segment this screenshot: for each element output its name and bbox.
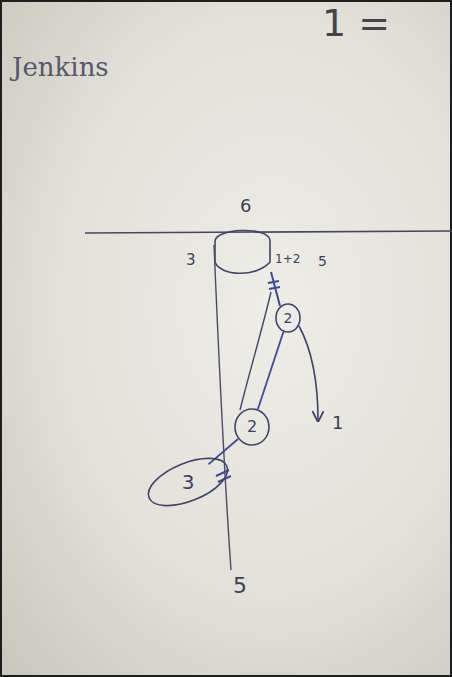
cut-arrow [299,326,318,420]
player-number: 3 [182,472,195,492]
player-circle: 2 [234,408,270,446]
basket-loop [215,230,270,273]
pass-line [208,439,238,464]
position-label: 5 [318,254,327,268]
pass-line [258,332,283,409]
player-ellipse [142,449,234,516]
position-label: 1 = [322,4,390,42]
player-ellipse [235,409,269,445]
player-circle: 2 [275,303,301,333]
cut-line [214,245,231,570]
position-label: 3 [186,253,196,268]
baseline [85,231,452,233]
player-number: 2 [284,311,293,325]
player-number: 2 [247,419,257,435]
cut-line [240,292,271,410]
title: Jenkins [12,54,109,80]
position-label: 1 [332,414,343,432]
player-ellipse [276,304,300,332]
position-label: 5 [233,575,247,597]
position-label: 6 [240,197,251,215]
screen-mark [268,281,280,289]
position-label: 1+2 [275,253,300,265]
player-circle: 3 [145,462,231,502]
